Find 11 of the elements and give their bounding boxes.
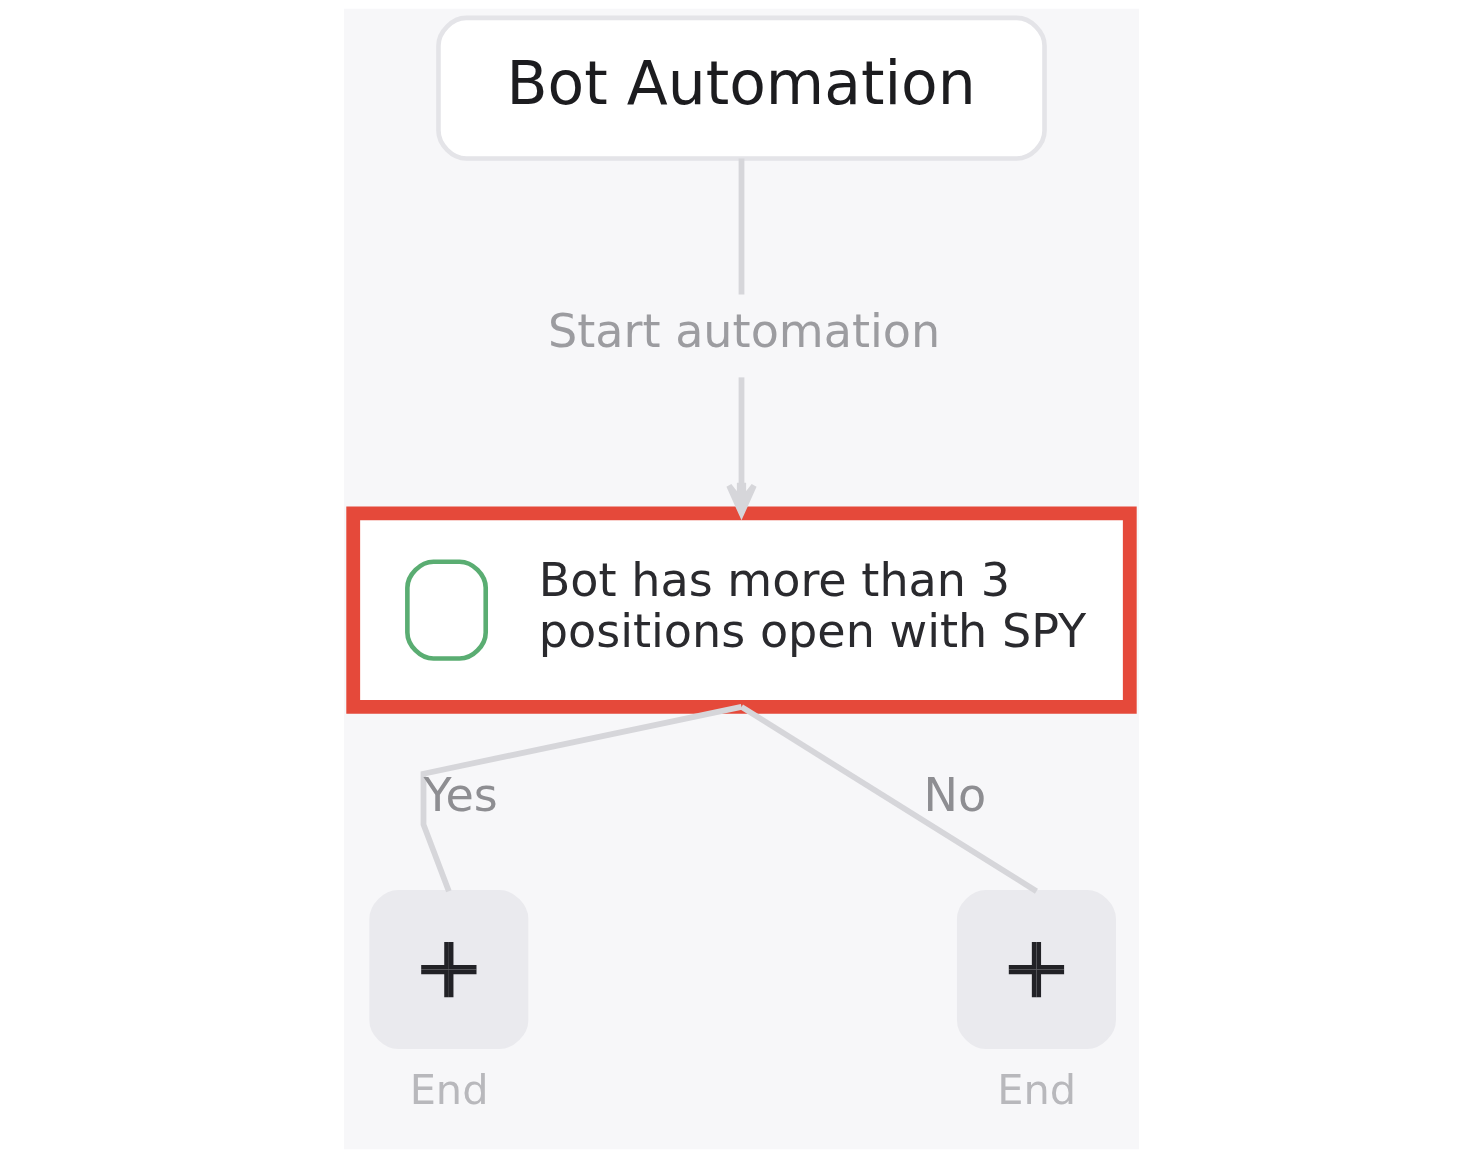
edge-label: No [923, 767, 986, 822]
connector [738, 158, 744, 295]
node-label: End [996, 1066, 1076, 1115]
node-box: Bot Automation [435, 15, 1047, 161]
node-text: Start automation [547, 304, 940, 359]
node-label: End [409, 1066, 488, 1115]
connector [739, 704, 1038, 894]
connector [420, 704, 742, 893]
node-box: Bot has more than 3 positions open with SPY [345, 506, 1137, 714]
arrow [725, 377, 757, 517]
edge-label: Yes [423, 767, 498, 822]
